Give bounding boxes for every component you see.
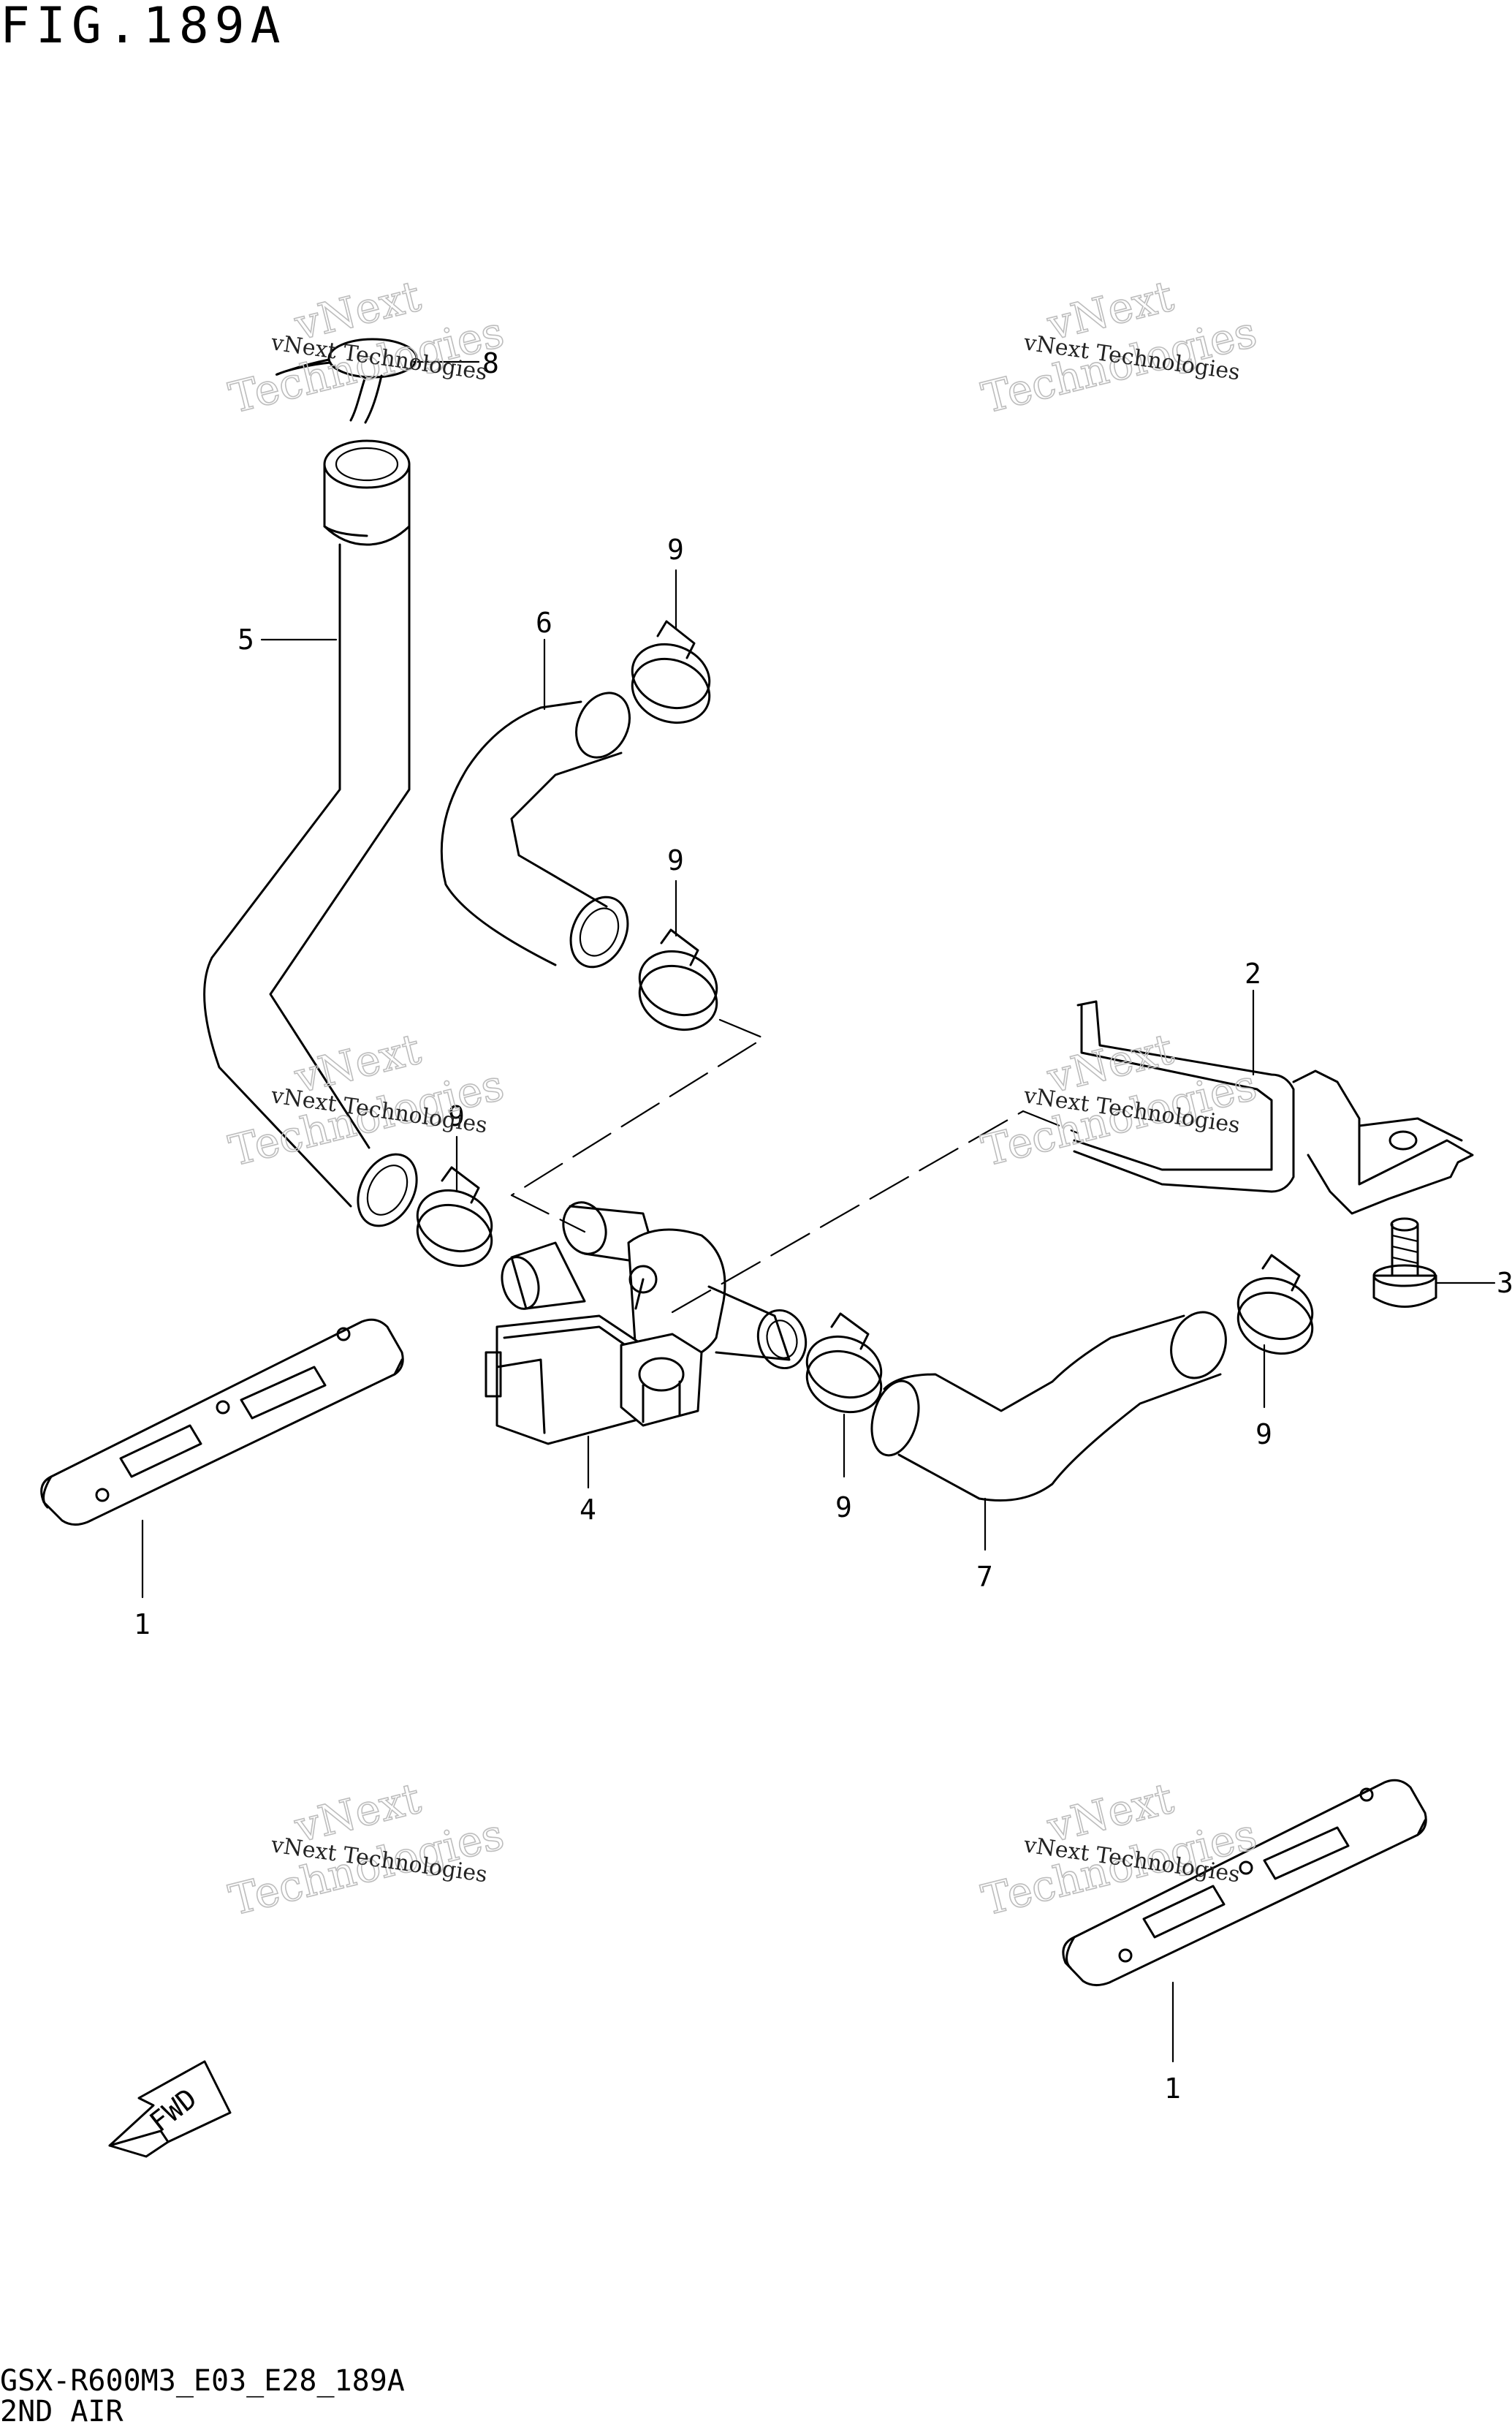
part-6-hose bbox=[440, 692, 631, 969]
watermark-top-left: vNext Technologies vNext Technologies bbox=[224, 270, 509, 424]
watermark-bottom-left: vNext Technologies vNext Technologies bbox=[224, 1773, 509, 1926]
watermark-top-right: vNext Technologies vNext Technologies bbox=[976, 270, 1262, 424]
callout-4: 4 bbox=[580, 1493, 596, 1526]
callout-2: 2 bbox=[1245, 958, 1261, 990]
callout-3: 3 bbox=[1497, 1267, 1512, 1299]
model-code: GSX-R600M3_E03_E28_189A bbox=[0, 2364, 405, 2398]
part-4-valve bbox=[485, 1201, 808, 1445]
part-8-clip bbox=[275, 338, 418, 424]
callout-5: 5 bbox=[238, 624, 254, 656]
routing-lines bbox=[510, 1018, 1079, 1314]
part-9-clamp-top bbox=[631, 620, 711, 724]
callout-1-left: 1 bbox=[134, 1608, 151, 1640]
part-7-hose bbox=[870, 1311, 1227, 1502]
part-3-bolt bbox=[1372, 1217, 1437, 1308]
callout-8: 8 bbox=[482, 347, 499, 379]
callout-9-right: 9 bbox=[1255, 1418, 1272, 1450]
part-9-clamp-right bbox=[1236, 1254, 1314, 1355]
part-9-clamp-mid bbox=[638, 928, 718, 1031]
watermark-mid-left: vNext Technologies vNext Technologies bbox=[224, 1023, 509, 1177]
fwd-arrow: FWD bbox=[108, 2060, 232, 2158]
figure-title: FIG.189A bbox=[0, 0, 286, 55]
callout-9-mid: 9 bbox=[667, 844, 684, 876]
part-5-hose bbox=[203, 439, 418, 1227]
section-name: 2ND AIR bbox=[0, 2395, 124, 2427]
callout-9-top: 9 bbox=[667, 534, 684, 566]
callout-6: 6 bbox=[536, 607, 552, 639]
part-2-bracket bbox=[1073, 1000, 1474, 1215]
leader-lines bbox=[141, 360, 1496, 2063]
callout-9-left: 9 bbox=[448, 1100, 465, 1132]
callout-1-right: 1 bbox=[1164, 2072, 1181, 2105]
part-1-plate-left bbox=[40, 1318, 404, 1526]
part-1-plate-right bbox=[1062, 1779, 1427, 1986]
watermark-mid-right: vNext Technologies vNext Technologies bbox=[976, 1023, 1262, 1177]
callout-7: 7 bbox=[976, 1561, 993, 1593]
part-9-clamp-left bbox=[416, 1166, 493, 1268]
callout-9-center: 9 bbox=[835, 1491, 852, 1523]
part-9-clamp-center bbox=[805, 1312, 883, 1414]
